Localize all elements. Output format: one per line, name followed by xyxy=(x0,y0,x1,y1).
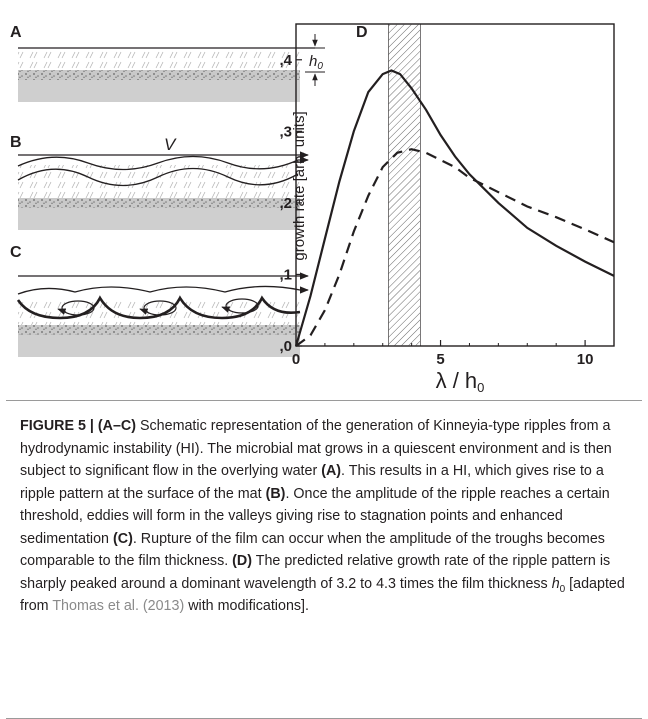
panel-c-diagram xyxy=(16,272,309,357)
eddy xyxy=(61,300,95,316)
mat-surface-ripple xyxy=(17,167,299,187)
substrate xyxy=(18,80,300,102)
panel-a-diagram: h0 xyxy=(18,34,325,102)
substrate xyxy=(18,335,300,357)
eddy xyxy=(143,300,177,316)
reference-link[interactable]: Thomas et al. (2013) xyxy=(52,598,185,614)
figure-caption: FIGURE 5 | (A–C) Schematic representatio… xyxy=(6,400,642,719)
x-tick-label: 5 xyxy=(436,351,444,368)
water-hatch xyxy=(18,50,300,70)
x-axis: 0 5 10 xyxy=(292,340,594,368)
y-tick-label: 0,2 xyxy=(280,195,292,212)
panel-b-diagram: V xyxy=(17,135,309,230)
x-tick-label: 10 xyxy=(577,351,594,368)
h0-label: h0 xyxy=(309,53,323,72)
microbial-mat xyxy=(18,325,300,335)
microbial-mat xyxy=(18,70,300,80)
y-axis: 0,0 0,1 0,2 0,3 0,4 xyxy=(280,52,302,355)
mat-surface-ripple xyxy=(16,295,301,320)
x-tick-label: 0 xyxy=(292,351,300,368)
microbial-mat xyxy=(18,198,300,208)
y-tick-label: 0,1 xyxy=(280,266,292,283)
flow-streamline xyxy=(17,155,309,171)
velocity-label: V xyxy=(164,135,177,154)
x-axis-label: λ / h0 xyxy=(436,368,485,395)
panel-label-d: D xyxy=(356,24,368,41)
y-tick-label: 0,3 xyxy=(280,123,292,140)
water-hatch xyxy=(18,165,300,200)
caption-label: FIGURE 5 | (A–C) xyxy=(20,418,137,434)
schematic-panels: h0 V xyxy=(16,34,325,357)
substrate xyxy=(18,208,300,230)
y-tick-label: 0,4 xyxy=(280,52,293,69)
y-axis-label: growth rate [arb. units] xyxy=(291,111,308,260)
growth-rate-series-dashed xyxy=(295,148,615,347)
growth-rate-chart: 0 5 10 0,0 0,1 0,2 0,3 0,4 growth rate [arb. u… xyxy=(280,23,615,395)
panel-label-c: C xyxy=(10,244,22,261)
dominant-wavelength-band xyxy=(388,23,421,347)
flow-streamline xyxy=(17,285,309,295)
plot-frame xyxy=(295,23,615,347)
eddy xyxy=(225,298,259,314)
growth-rate-series-solid xyxy=(294,69,615,347)
y-tick-label: 0,0 xyxy=(280,338,292,355)
panel-label-a: A xyxy=(10,24,22,41)
panel-label-b: B xyxy=(10,134,22,151)
